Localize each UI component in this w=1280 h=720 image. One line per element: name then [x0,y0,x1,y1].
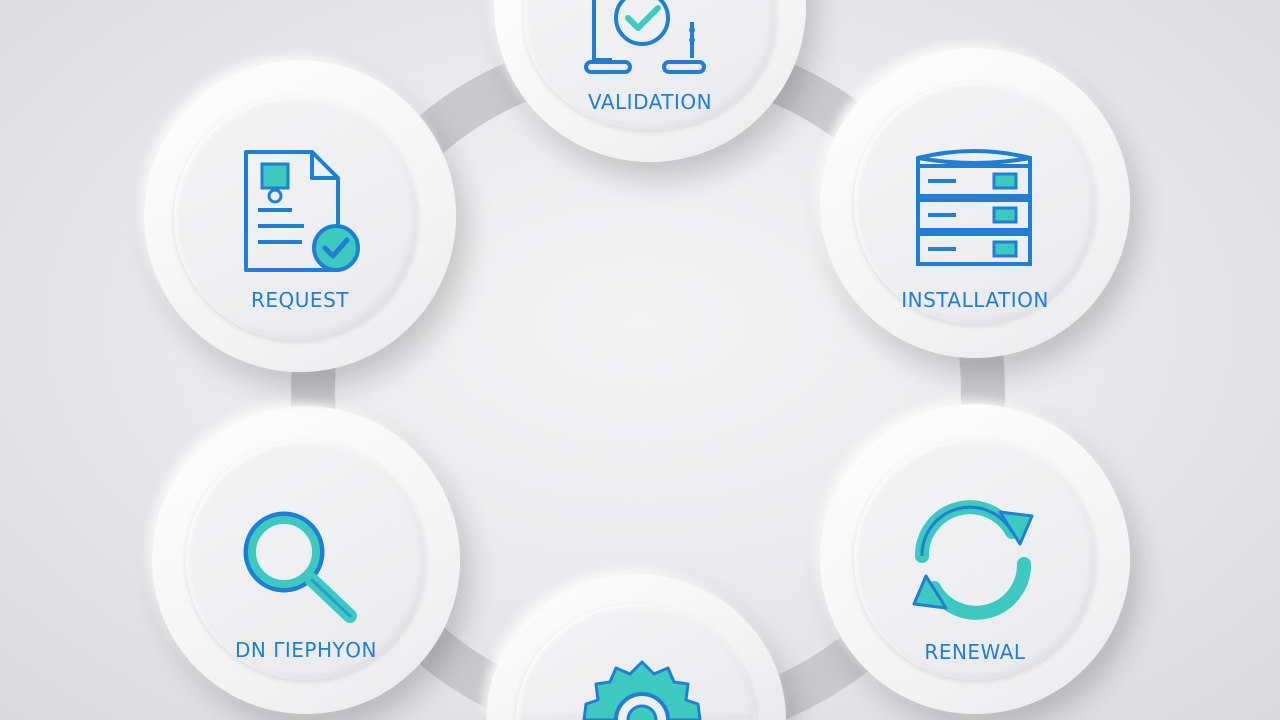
step-label-renewal: RENEWAL [924,640,1026,664]
step-request[interactable]: REQUEST [144,60,456,372]
step-label-request: REQUEST [251,288,349,312]
step-label-installation: INSTALLATION [901,288,1049,312]
step-label-discovery: DN ΓΙΕΡΗΥΟΝ [235,638,377,662]
step-installation[interactable]: INSTALLATION [820,48,1130,358]
document-check-icon [584,0,706,74]
server-icon [916,149,1032,266]
magnifier-icon [243,511,357,623]
step-request-disc [174,96,418,340]
step-validation[interactable]: VALIDATION [494,0,806,162]
step-renewal[interactable]: RENEWAL [820,404,1130,714]
refresh-arrows-icon [912,500,1034,620]
gear-icon [582,660,702,720]
step-renewal-disc [854,438,1096,680]
step-discovery-disc [186,440,426,680]
step-label-validation: VALIDATION [587,90,713,114]
step-discovery[interactable]: DN ΓΙΕΡΗΥΟΝ [152,406,460,714]
document-check-icon [244,150,360,272]
step-installation-disc [854,82,1096,324]
